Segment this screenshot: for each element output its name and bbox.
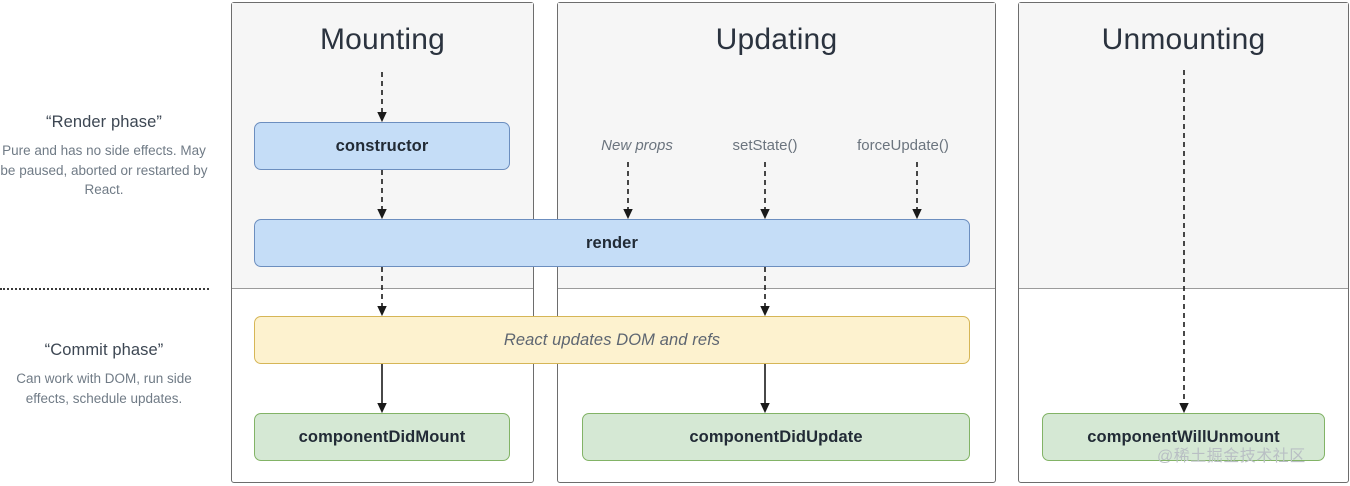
node-component-did-mount[interactable]: componentDidMount [254,413,510,461]
node-render[interactable]: render [254,219,970,267]
column-mounting-title: Mounting [319,23,445,56]
phase-divider-dotted [0,288,209,290]
legend-render-phase-title: “Render phase” [45,113,163,131]
trigger-label-new-props: New props [601,137,673,154]
node-react-updates-dom-and-refs[interactable]: React updates DOM and refs [254,316,970,364]
node-constructor[interactable]: constructor [254,122,510,170]
legend-render-phase: “Render phase” Pure and has no side effe… [0,113,208,200]
column-updating-title: Updating [715,23,838,56]
legend-commit-phase-title: “Commit phase” [44,341,164,359]
legend-render-phase-body: Pure and has no side effects. May be pau… [0,143,208,197]
column-unmounting: Unmounting [1018,2,1349,483]
node-component-will-unmount[interactable]: componentWillUnmount [1042,413,1325,461]
trigger-label-set-state: setState() [732,137,798,154]
trigger-label-force-update: forceUpdate() [857,137,949,154]
watermark: @稀土掘金技术社区 [1157,448,1306,465]
column-unmounting-title: Unmounting [1101,23,1266,56]
node-component-did-update[interactable]: componentDidUpdate [582,413,970,461]
legend-commit-phase: “Commit phase” Can work with DOM, run si… [0,341,208,408]
legend-commit-phase-body: Can work with DOM, run side effects, sch… [16,371,192,406]
